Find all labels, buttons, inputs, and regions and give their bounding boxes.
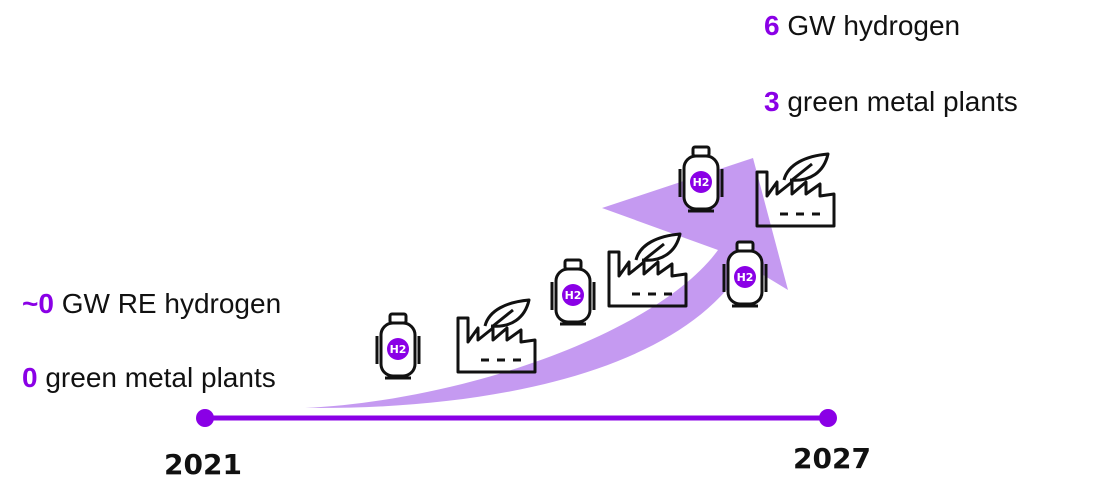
start-plants-value: 0 bbox=[22, 362, 38, 393]
start-hydrogen-label: GW RE hydrogen bbox=[61, 288, 282, 319]
h2-label: H2 bbox=[390, 343, 407, 356]
start-hydrogen-value: ~0 bbox=[22, 288, 54, 319]
growth-arrow bbox=[305, 158, 788, 409]
end-hydrogen-stat: 6 GW hydrogen bbox=[764, 12, 960, 40]
h2-label: H2 bbox=[737, 271, 754, 284]
timeline-end-dot bbox=[819, 409, 837, 427]
green-factory-icon bbox=[456, 298, 537, 374]
hydrogen-cylinder-icon: H2 bbox=[722, 240, 768, 308]
end-hydrogen-value: 6 bbox=[764, 10, 780, 41]
h2-label: H2 bbox=[693, 176, 710, 189]
hydrogen-cylinder-icon: H2 bbox=[678, 145, 724, 213]
hydrogen-cylinder-icon: H2 bbox=[550, 258, 596, 326]
green-factory-icon bbox=[607, 232, 688, 308]
green-factory-icon bbox=[755, 152, 836, 228]
end-year: 2027 bbox=[793, 442, 871, 475]
end-hydrogen-label: GW hydrogen bbox=[787, 10, 961, 41]
start-year: 2021 bbox=[164, 448, 242, 481]
start-plants-stat: 0 green metal plants bbox=[22, 364, 276, 392]
timeline-start-dot bbox=[196, 409, 214, 427]
start-hydrogen-stat: ~0 GW RE hydrogen bbox=[22, 290, 281, 318]
start-plants-label: green metal plants bbox=[45, 362, 276, 393]
h2-label: H2 bbox=[565, 289, 582, 302]
end-plants-label: green metal plants bbox=[787, 86, 1018, 117]
end-plants-stat: 3 green metal plants bbox=[764, 88, 1018, 116]
end-plants-value: 3 bbox=[764, 86, 780, 117]
hydrogen-cylinder-icon: H2 bbox=[375, 312, 421, 380]
